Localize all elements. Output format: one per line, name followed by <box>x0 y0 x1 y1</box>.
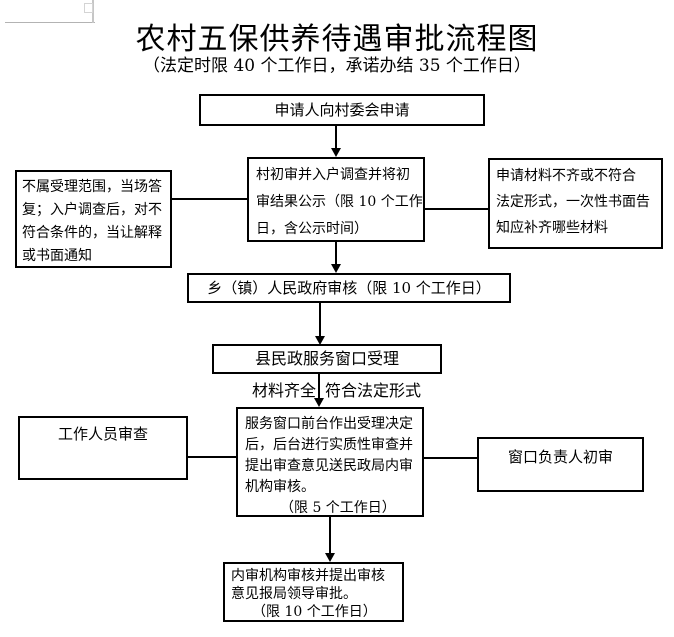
flow-line-2 <box>335 242 337 265</box>
label-materials-complete: 材料齐全 <box>252 381 317 400</box>
page-title: 农村五保供养待遇审批流程图 <box>135 22 539 57</box>
corner-artifact-line <box>5 22 95 23</box>
node-out-of-scope: 不属受理范围，当场答 复；入户调查后，对不 符合条件的，当让解释 或书面通知 <box>15 170 172 268</box>
node-materials-notice: 申请材料不齐或不符合 法定形式，一次性书面告 知应补齐哪些材料 <box>488 158 663 249</box>
arrow-down-icon <box>331 148 341 157</box>
connector-staff-review <box>188 456 236 458</box>
page-subtitle: （法定时限 40 个工作日，承诺办结 35 个工作日） <box>143 56 531 76</box>
arrow-down-icon <box>331 264 341 273</box>
corner-artifact-tick <box>92 0 94 23</box>
node-apply: 申请人向村委会申请 <box>199 94 485 126</box>
flow-line-3 <box>319 303 321 337</box>
flow-line-4 <box>318 374 320 399</box>
arrow-down-icon <box>314 398 324 407</box>
flow-line-5 <box>329 517 331 554</box>
node-window-chief: 窗口负责人初审 <box>477 437 644 492</box>
node-internal-audit: 内审机构审核并提出审核 意见报局领导审批。 （限 10 个工作日） <box>223 562 404 622</box>
connector-right-note <box>425 208 488 210</box>
node-staff-review: 工作人员审查 <box>18 416 188 480</box>
label-legal-form: 符合法定形式 <box>325 381 422 400</box>
flow-line-1 <box>335 126 337 149</box>
node-township-review: 乡（镇）人民政府审核（限 10 个工作日） <box>187 273 511 303</box>
arrow-down-icon <box>325 553 335 562</box>
connector-window-chief <box>424 457 477 459</box>
node-village-review: 村初审并入户调查并将初 审结果公示（限 10 个工作 日，含公示时间） <box>247 157 425 242</box>
corner-artifact-mark <box>84 3 93 13</box>
connector-left-note <box>172 198 247 200</box>
arrow-down-icon <box>315 336 325 345</box>
node-window-decision: 服务窗口前台作出受理决定 后，后台进行实质性审查并 提出审查意见送民政局内审 机… <box>236 407 424 517</box>
node-county-window: 县民政服务窗口受理 <box>212 344 442 374</box>
